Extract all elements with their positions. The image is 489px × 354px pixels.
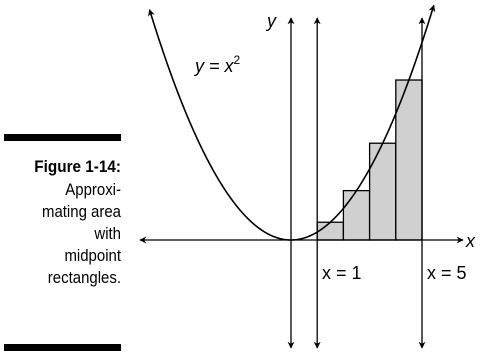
caption-line-5: rectangles. [47,268,122,287]
midpoint-rectangles [316,79,423,241]
midpoint-rectangle-2 [342,189,371,241]
figure-caption: Figure 1-14: Approxi- mating area with m… [4,156,121,289]
caption-title: Figure 1-14: [34,157,121,176]
midpoint-rectangle-3 [368,142,397,241]
caption-bottom-rule [4,344,121,351]
x-axis-label: x [465,231,476,251]
caption-line-4: midpoint [64,246,121,265]
midpoint-rectangle-4 [395,79,423,241]
caption-line-3: with [94,224,121,243]
caption-line-2: mating area [41,202,121,221]
axes-and-lines [139,17,464,349]
curve-equation-label: y = x2 [193,53,241,76]
midpoint-rectangle-1 [316,221,345,241]
caption-top-rule [4,134,121,141]
caption-line-1: Approxi- [65,180,121,199]
y-axis-label: y [265,11,277,31]
left-bound-label: x = 1 [322,263,362,283]
right-bound-label: x = 5 [427,263,467,283]
parabola-curve [148,4,436,241]
